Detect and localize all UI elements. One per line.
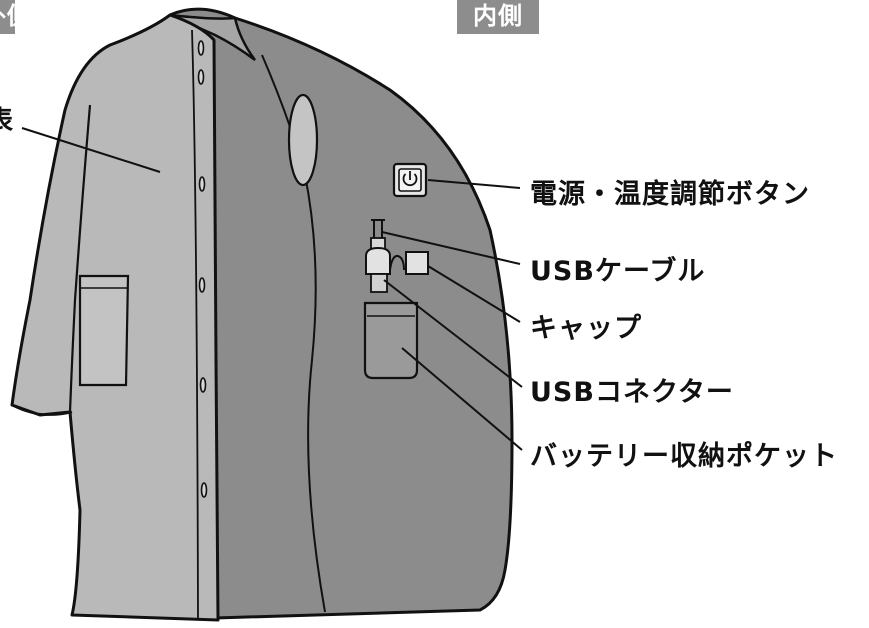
power-symbol-icon: [402, 173, 418, 187]
inner-lining: [168, 7, 514, 620]
outer-pocket: [78, 274, 130, 387]
tab-outer: 外側: [0, 0, 15, 34]
button: [197, 40, 205, 56]
button: [200, 482, 208, 498]
inner-tag: [287, 93, 319, 187]
usb-cable-icon: [371, 219, 385, 240]
button: [198, 277, 206, 293]
leader-usb-cable: [381, 231, 521, 265]
button: [198, 176, 206, 192]
sleeve-line: [68, 104, 92, 413]
label-cap: キャップ: [530, 313, 642, 344]
leader-battery-pocket: [401, 347, 523, 451]
leader-outer-fabric: [21, 127, 161, 173]
cap-icon: [405, 251, 429, 275]
leader-cap: [427, 265, 521, 323]
label-outer-fabric: 表: [0, 106, 14, 136]
leader-power-button: [427, 179, 521, 189]
sleeve-cuff: [11, 404, 73, 416]
button: [197, 69, 205, 85]
label-usb-connector: USBコネクター: [530, 377, 734, 408]
usb-connector-icon: [365, 246, 391, 275]
leader-lines: [21, 127, 523, 451]
label-usb-cable: USBケーブル: [530, 256, 706, 287]
leader-usb-connector: [383, 279, 523, 388]
tab-inner: 内側: [457, 0, 539, 34]
inner-collar: [169, 13, 257, 62]
label-battery-pocket: バッテリー収納ポケット: [530, 441, 838, 472]
battery-pocket-icon: [363, 301, 419, 380]
placket-line: [191, 29, 199, 621]
label-power-button: 電源・温度調節ボタン: [530, 179, 810, 210]
button: [199, 377, 207, 393]
buttons: [197, 40, 208, 498]
cap-strap: [389, 254, 405, 271]
